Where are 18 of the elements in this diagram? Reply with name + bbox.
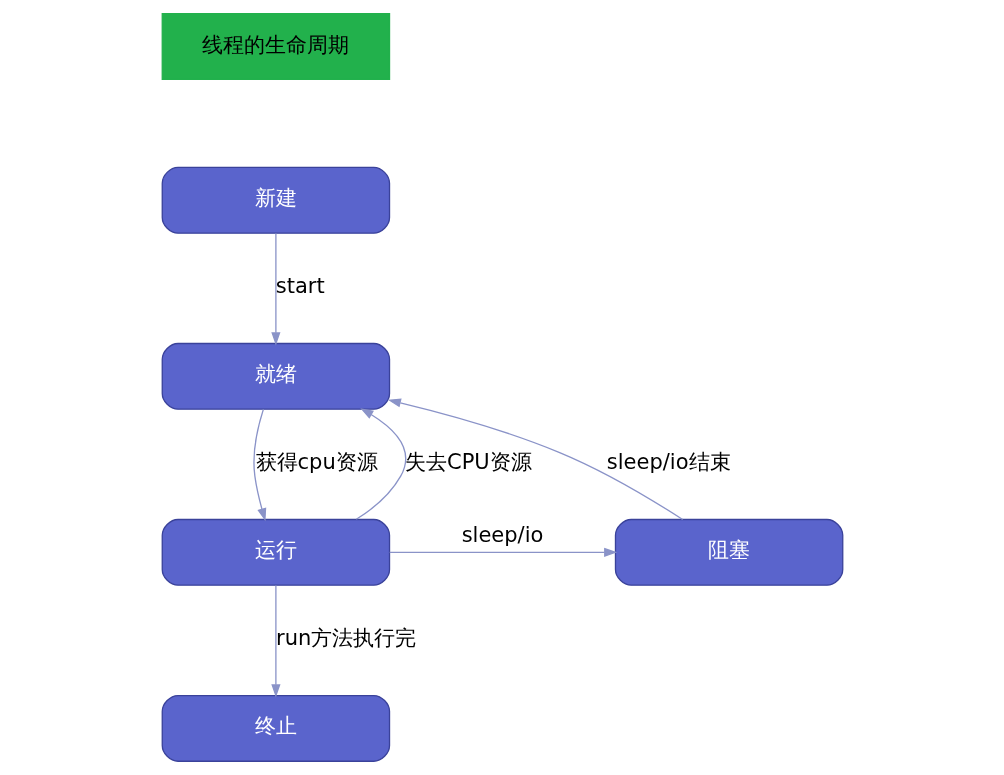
edge-label: sleep/io结束 <box>606 449 731 475</box>
node-box: 就绪 <box>161 342 390 410</box>
arrow <box>270 232 280 346</box>
edge-label: 获得cpu资源 <box>255 449 378 475</box>
node-box: 线程的生命周期 <box>161 13 390 81</box>
edge-label: run方法执行完 <box>275 625 416 651</box>
arrow <box>387 398 683 521</box>
node-box: 终止 <box>161 694 390 762</box>
arrow <box>270 584 280 698</box>
node-box: 新建 <box>161 166 390 234</box>
edge-label: 失去CPU资源 <box>404 449 532 475</box>
node-box: 阻塞 <box>614 518 843 586</box>
edge-label: start <box>275 273 325 299</box>
arrow <box>388 547 617 557</box>
edge-label: sleep/io <box>461 521 543 547</box>
arrow <box>355 408 406 520</box>
node-box: 运行 <box>161 518 390 586</box>
arrow <box>252 408 266 522</box>
